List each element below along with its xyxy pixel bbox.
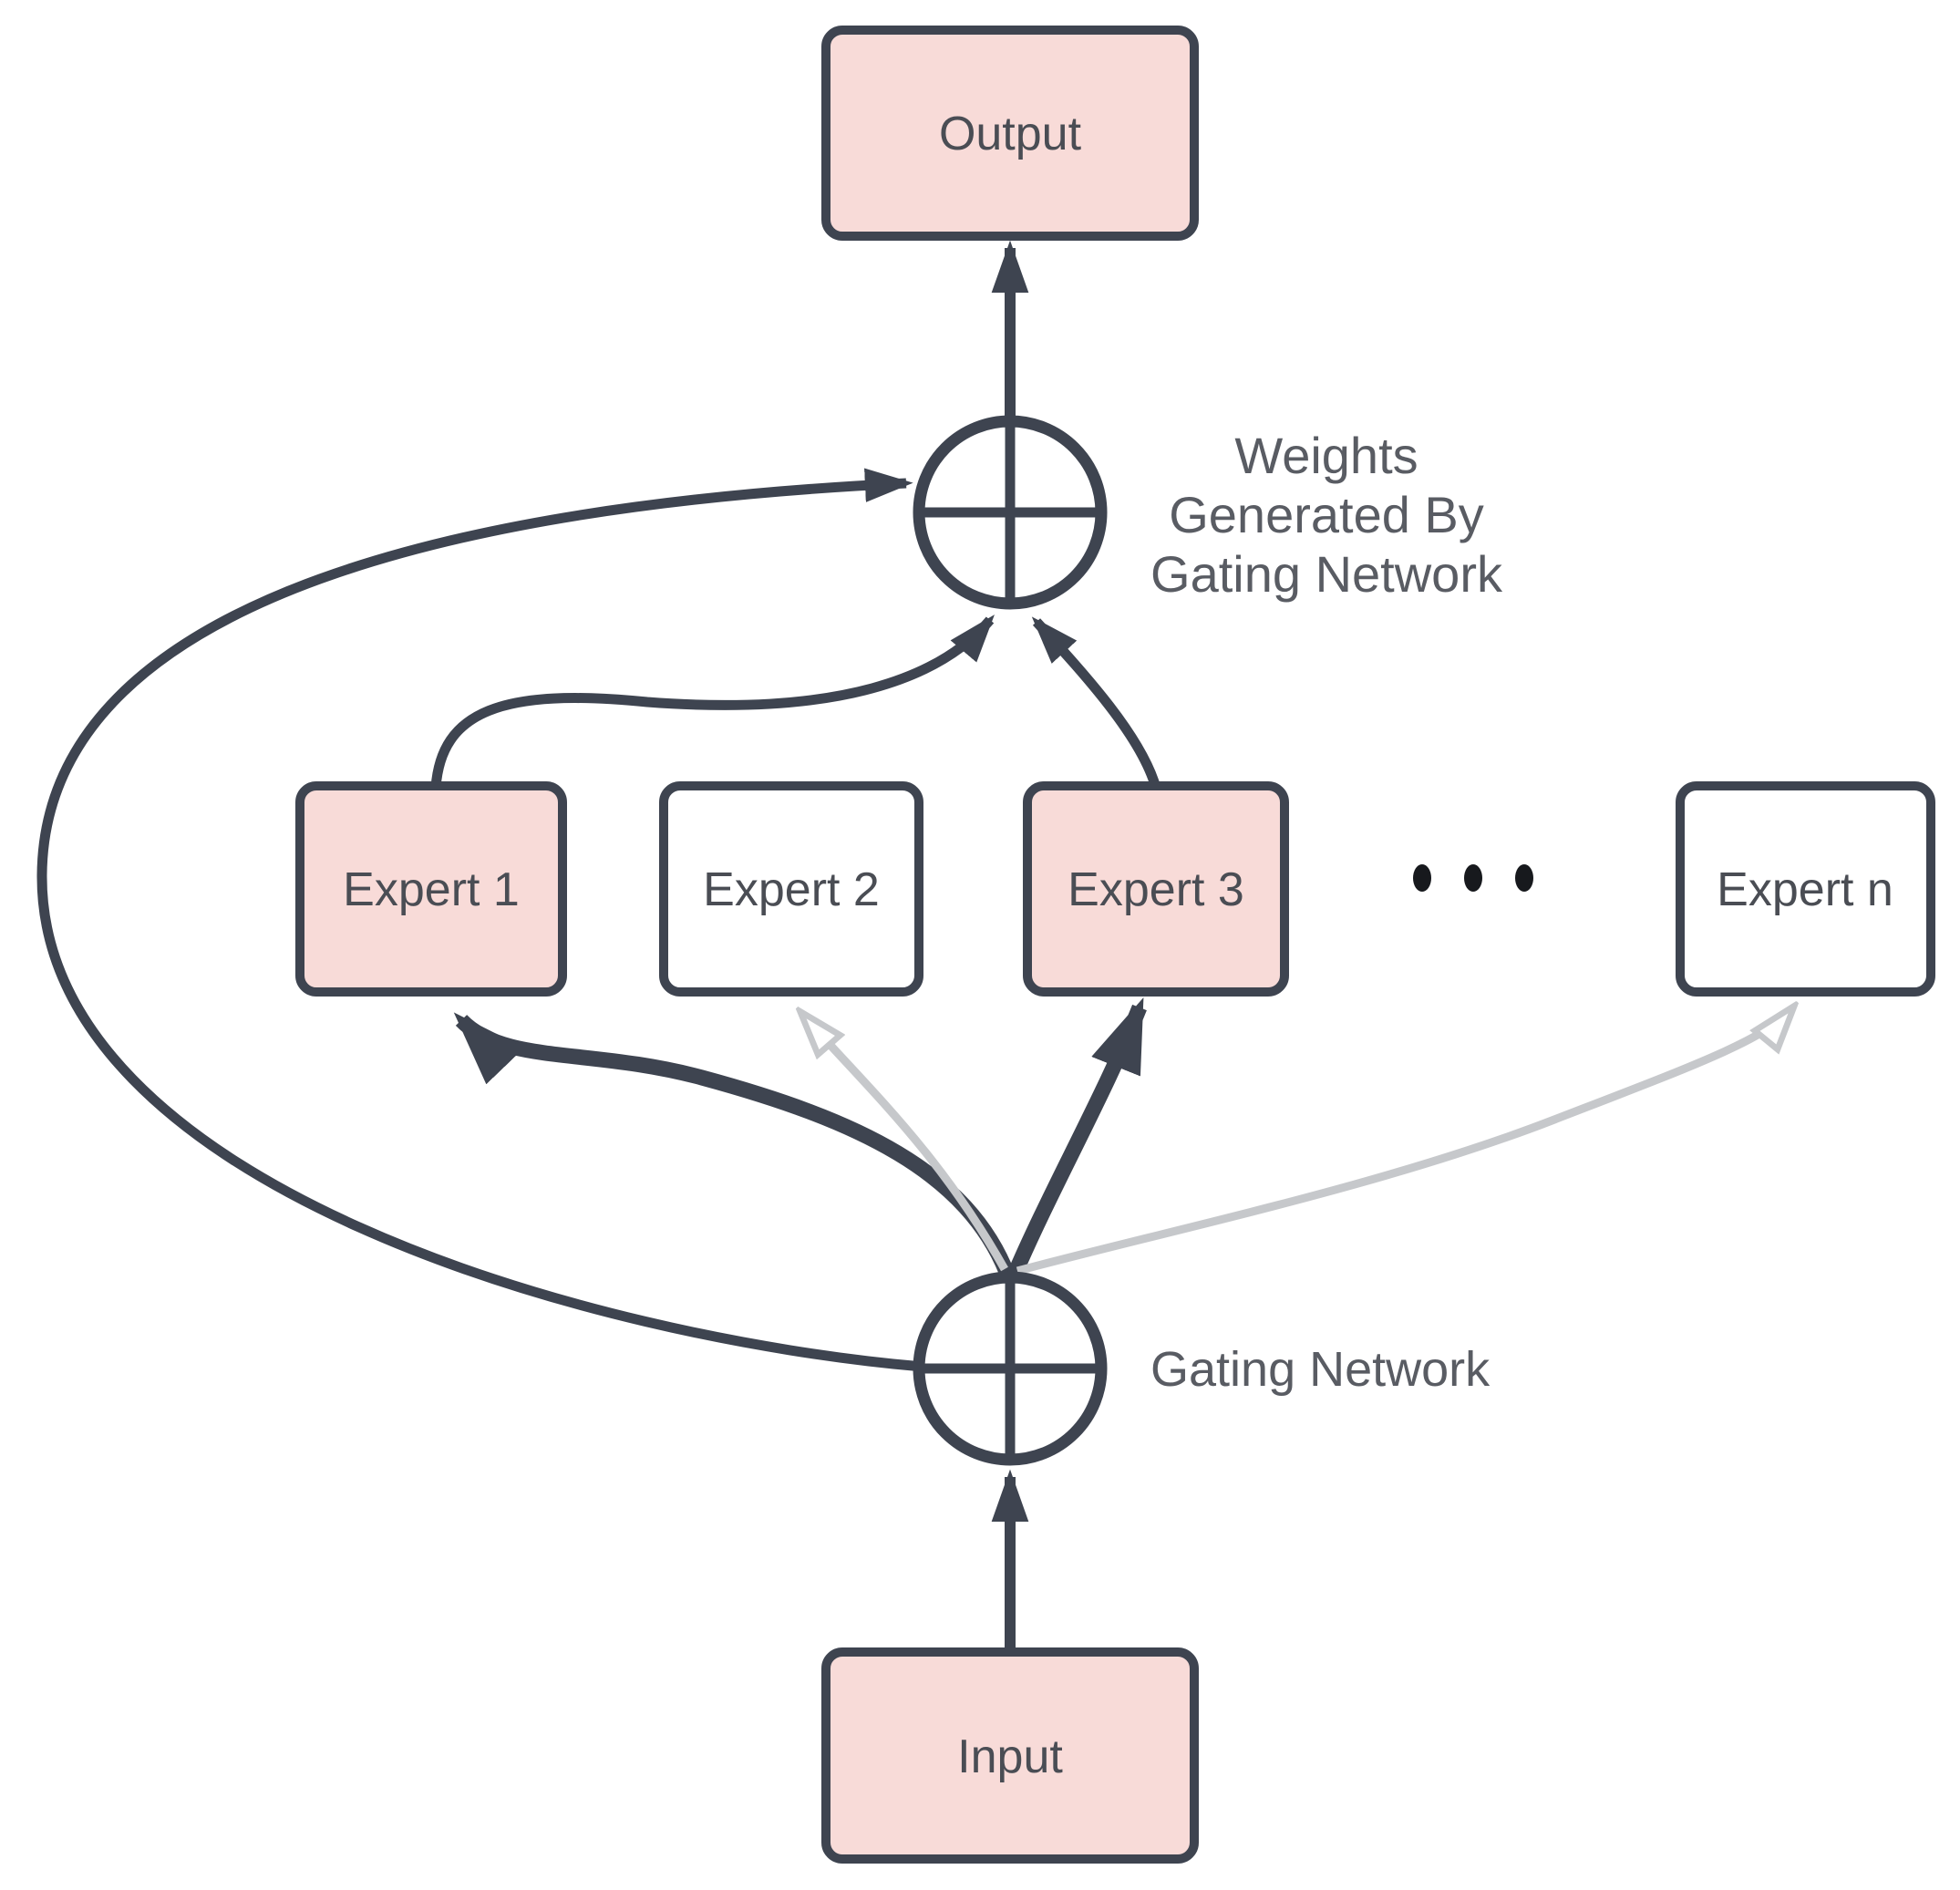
summation-plus-icon — [921, 423, 1099, 602]
gating-plus-icon — [921, 1279, 1099, 1458]
edge-gating-to-expert2 — [802, 1014, 1008, 1272]
expert-1-node-label: Expert 1 — [343, 863, 520, 916]
input-node-box — [821, 1647, 1199, 1864]
ellipsis-dot — [1464, 864, 1482, 892]
expert-1-node-box — [295, 781, 567, 997]
edge-gating-to-expertn — [1016, 1008, 1792, 1275]
expert-2-node-box — [659, 781, 923, 997]
weights-note-line-1: Weights — [1234, 427, 1418, 484]
output-node-box — [821, 26, 1199, 241]
edge-expert1-to-sum — [430, 615, 995, 789]
expert-3-node-label: Expert 3 — [1068, 863, 1244, 916]
edge-gating-weights-to-sum — [36, 468, 923, 1372]
output-node-label: Output — [939, 108, 1082, 160]
expert-n-node-label: Expert n — [1717, 863, 1893, 916]
gating-network-label: Gating Network — [1150, 1342, 1491, 1397]
weights-note-line-3: Gating Network — [1150, 545, 1503, 603]
input-node-label: Input — [957, 1730, 1063, 1783]
expert-3-node-box — [1023, 781, 1289, 997]
expert-n-node-box — [1676, 781, 1935, 997]
expert-2-node-label: Expert 2 — [703, 863, 880, 916]
ellipsis-dot — [1515, 864, 1533, 892]
edge-expert3-to-sum — [1031, 616, 1161, 790]
weights-note-line-2: Generated By — [1169, 486, 1484, 543]
edge-gating-to-expert3 — [1006, 997, 1147, 1280]
ellipsis-dot — [1413, 864, 1431, 892]
